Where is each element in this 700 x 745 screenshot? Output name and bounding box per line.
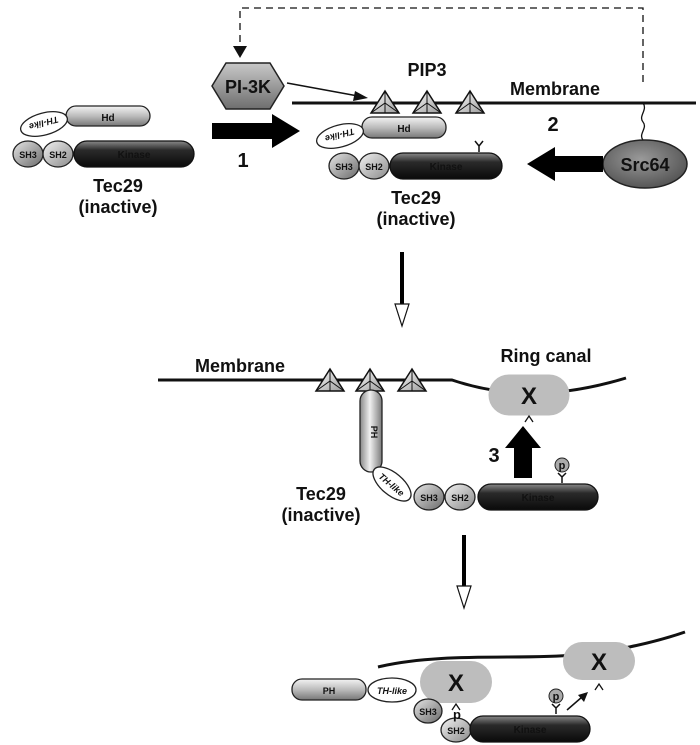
phospho-transfer-arrowhead — [578, 692, 588, 702]
tec29-left-label: Tec29 — [93, 176, 143, 196]
ph-domain-bottom — [291, 678, 367, 701]
kinase-domain-bottom — [469, 715, 591, 743]
x-node-middle: X — [488, 374, 570, 423]
sh3-domain-bottom — [413, 698, 443, 724]
svg-text:SH3: SH3 — [419, 707, 437, 717]
svg-text:p: p — [553, 691, 560, 703]
svg-text:Hd: Hd — [101, 113, 114, 124]
ph-domain-middle — [359, 389, 383, 473]
step3-arrow — [505, 426, 541, 478]
kinase-domain-center — [389, 152, 503, 180]
tec29-middle-label: Tec29 — [296, 484, 346, 504]
step1-arrow — [212, 114, 300, 148]
svg-text:Kinase: Kinase — [430, 162, 463, 173]
svg-text:SH2: SH2 — [447, 726, 465, 736]
down-arrow-1 — [394, 252, 410, 328]
tec29-center-label: Tec29 — [391, 188, 441, 208]
src64-label: Src64 — [620, 155, 669, 175]
th-like-domain-left — [19, 111, 69, 137]
svg-text:SH2: SH2 — [49, 150, 67, 160]
th-like-domain-bottom — [367, 677, 417, 703]
sh2-domain-center — [358, 152, 390, 180]
phosphate-bottom — [548, 688, 564, 704]
step2-arrow — [527, 147, 603, 181]
tec29-left: Hd TH-like SH3 SH2 Kinase — [12, 105, 195, 168]
membrane-label-middle: Membrane — [195, 356, 285, 376]
x-node-bottom-right: X — [563, 642, 635, 691]
tec29-middle: PH TH-like SH3 SH2 Kinase p — [359, 389, 599, 511]
svg-text:Kinase: Kinase — [118, 150, 151, 161]
kinase-domain-left — [73, 140, 195, 168]
tec29-center: Hd TH-like SH3 SH2 Kinase — [315, 116, 503, 180]
svg-text:PH: PH — [323, 686, 336, 696]
step3-label: 3 — [488, 445, 499, 467]
pip3-label: PIP3 — [407, 60, 446, 80]
tyrosine-site-center — [474, 140, 484, 152]
pi3k-arrowhead — [353, 91, 368, 101]
svg-text:Kinase: Kinase — [522, 493, 555, 504]
svg-text:SH2: SH2 — [365, 162, 383, 172]
tec29-center-inactive: (inactive) — [376, 209, 455, 229]
step2-label: 2 — [547, 114, 558, 136]
membrane-line-bottom — [377, 630, 686, 669]
tec29-bottom: PH TH-like SH3 SH2 Kinase p p — [291, 677, 591, 743]
pi3k-node: PI-3K — [211, 62, 285, 110]
step1-label: 1 — [237, 150, 248, 172]
svg-text:X: X — [448, 670, 464, 697]
svg-text:Kinase: Kinase — [514, 725, 547, 736]
phosphate-x-label: p — [453, 707, 461, 722]
tyrosine-site-bottom — [551, 703, 561, 714]
pi3k-label: PI-3K — [225, 77, 271, 97]
feedback-arrowhead — [233, 46, 247, 58]
x-binding-site — [451, 702, 461, 711]
svg-text:Hd: Hd — [397, 124, 410, 135]
sh3-domain-middle — [413, 483, 445, 511]
x-node-bottom-left: X — [420, 661, 492, 703]
svg-text:TH-like: TH-like — [377, 686, 407, 696]
sh2-domain-left — [42, 140, 74, 168]
kinase-domain-middle — [477, 483, 599, 511]
th-like-domain-center — [315, 123, 365, 149]
down-arrow-2 — [456, 535, 472, 610]
phosphate-middle — [554, 457, 570, 473]
tyrosine-site-middle — [557, 472, 567, 483]
tec29-middle-inactive: (inactive) — [281, 505, 360, 525]
sh2-domain-middle — [444, 483, 476, 511]
membrane-label-top: Membrane — [510, 79, 600, 99]
pi3k-to-pip3-arrow — [286, 82, 359, 97]
ring-canal-label: Ring canal — [500, 346, 591, 366]
svg-text:X: X — [591, 649, 607, 676]
svg-text:SH3: SH3 — [335, 162, 353, 172]
svg-text:PH: PH — [369, 426, 379, 439]
tec29-left-inactive: (inactive) — [78, 197, 157, 217]
svg-text:SH3: SH3 — [19, 150, 37, 160]
svg-text:SH2: SH2 — [451, 493, 469, 503]
svg-text:SH3: SH3 — [420, 493, 438, 503]
th-like-domain-middle — [372, 466, 412, 502]
svg-text:X: X — [521, 383, 537, 410]
feedback-dashed-arrow — [239, 7, 644, 82]
src64-node: Src64 — [602, 139, 688, 189]
svg-text:p: p — [559, 460, 566, 472]
src64-tether — [640, 102, 646, 141]
phospho-transfer-arrow — [566, 696, 583, 711]
